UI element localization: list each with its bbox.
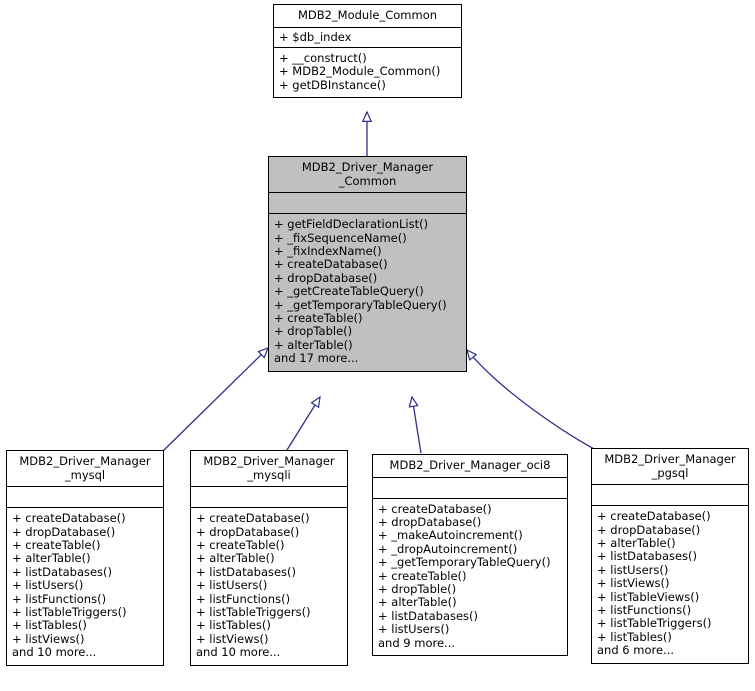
class-operation: + _getTemporaryTableQuery() <box>274 297 447 312</box>
class-operation: + listTables() <box>196 618 271 633</box>
class-separator <box>191 507 347 509</box>
class-box-mdb2-driver-manager-oci8[interactable]: MDB2_Driver_Manager_oci8 + createDatabas… <box>372 454 568 657</box>
edge-pgsql-to-common <box>467 350 595 450</box>
class-name-mdb2-driver-manager-oci8: MDB2_Driver_Manager_oci8 <box>389 458 551 472</box>
class-separator <box>274 26 461 28</box>
class-box-mdb2-driver-manager-pgsql[interactable]: MDB2_Driver_Manager _pgsql + createDatab… <box>591 448 749 664</box>
class-attributes-mdb2-driver-manager-mysqli <box>191 487 347 507</box>
class-box-mdb2-module-common[interactable]: MDB2_Module_Common + $db_index + __const… <box>273 4 462 99</box>
class-operation: + dropDatabase() <box>274 270 378 285</box>
class-operation: + createTable() <box>12 538 101 552</box>
class-separator <box>191 486 347 488</box>
class-operation: + _makeAutoincrement() <box>378 528 523 543</box>
class-operation: + listFunctions() <box>597 603 692 618</box>
class-operation: + listTableTriggers() <box>196 605 311 620</box>
class-operation: + _dropAutoincrement() <box>378 541 518 556</box>
class-separator <box>7 486 163 488</box>
class-box-mdb2-driver-manager-mysql[interactable]: MDB2_Driver_Manager _mysql + createDatab… <box>6 450 164 666</box>
class-operation: + alterTable() <box>12 551 91 566</box>
class-operations-mdb2-driver-manager-mysqli: + createDatabase() + dropDatabase() + cr… <box>191 508 347 664</box>
class-attributes-mdb2-driver-manager-mysql <box>7 487 163 507</box>
class-name-mdb2-driver-manager-mysql: MDB2_Driver_Manager _mysql <box>19 454 151 482</box>
class-operation: + listDatabases() <box>12 564 113 579</box>
class-box-mdb2-driver-manager-mysqli[interactable]: MDB2_Driver_Manager _mysqli + createData… <box>190 450 348 666</box>
class-operation: + dropTable() <box>378 582 457 597</box>
class-operation: + dropDatabase() <box>12 524 116 539</box>
class-name-mdb2-driver-manager-pgsql: MDB2_Driver_Manager _pgsql <box>604 452 736 480</box>
class-separator <box>373 497 567 499</box>
class-operation: + listTables() <box>597 629 672 644</box>
class-separator <box>7 507 163 509</box>
class-operation: + listTableTriggers() <box>597 616 712 631</box>
class-operation: + listUsers() <box>196 578 268 593</box>
class-more-label: and 6 more... <box>597 643 675 658</box>
class-operation: + __construct() <box>279 51 367 65</box>
class-operation: + listUsers() <box>378 622 450 637</box>
edge-mysqli-to-common <box>286 397 320 451</box>
class-operation: + listUsers() <box>12 578 84 593</box>
class-operation: + createDatabase() <box>196 511 310 526</box>
class-operation: + listDatabases() <box>196 564 297 579</box>
class-operation: + listFunctions() <box>196 591 291 606</box>
class-operation: + createDatabase() <box>12 511 126 526</box>
edge-oci8-to-common <box>412 397 422 454</box>
class-operations-mdb2-driver-manager-oci8: + createDatabase() + dropDatabase() + _m… <box>373 499 567 655</box>
class-operation: + _getTemporaryTableQuery() <box>378 555 551 570</box>
class-separator <box>592 505 748 507</box>
class-operation: + getFieldDeclarationList() <box>274 217 429 232</box>
class-operation: + listTableTriggers() <box>12 605 127 620</box>
class-operation: + createTable() <box>378 568 467 583</box>
class-operation: + dropDatabase() <box>196 524 300 539</box>
class-separator <box>592 484 748 486</box>
class-name-mdb2-driver-manager-common: MDB2_Driver_Manager _Common <box>301 160 434 188</box>
class-operation: + alterTable() <box>274 337 353 352</box>
class-operation: + alterTable() <box>196 551 275 566</box>
class-separator <box>269 192 466 194</box>
class-operation: + dropTable() <box>274 324 353 339</box>
class-operation: + getDBInstance() <box>279 77 386 92</box>
class-operation: + dropDatabase() <box>378 515 482 529</box>
class-operations-mdb2-driver-manager-common: + getFieldDeclarationList() + _fixSequen… <box>269 214 466 370</box>
class-operation: + listTables() <box>12 618 87 633</box>
class-attributes-mdb2-driver-manager-oci8 <box>373 478 567 498</box>
class-attributes-mdb2-driver-manager-common <box>269 193 466 213</box>
class-more-label: and 10 more... <box>196 645 281 660</box>
class-operation: + dropDatabase() <box>597 522 701 537</box>
class-operation: + listFunctions() <box>12 591 107 606</box>
class-more-label: and 9 more... <box>378 635 456 650</box>
class-operation: + _getCreateTableQuery() <box>274 284 424 299</box>
class-attribute: + $db_index <box>279 29 352 44</box>
class-operation: + listDatabases() <box>378 608 479 623</box>
class-operation: + _fixSequenceName() <box>274 230 407 245</box>
class-attributes-mdb2-driver-manager-pgsql <box>592 485 748 505</box>
class-operation: + listDatabases() <box>597 549 698 564</box>
class-operation: + createDatabase() <box>274 257 388 272</box>
class-operation: + listTableViews() <box>597 589 700 604</box>
class-name-mdb2-driver-manager-mysqli: MDB2_Driver_Manager _mysqli <box>203 454 335 482</box>
class-operations-mdb2-driver-manager-pgsql: + createDatabase() + dropDatabase() + al… <box>592 506 748 662</box>
class-more-label: and 17 more... <box>274 351 359 366</box>
class-operation: + listUsers() <box>597 562 669 577</box>
class-attributes-mdb2-module-common: + $db_index <box>274 28 461 47</box>
class-operation: + listViews() <box>12 631 85 646</box>
class-operation: + createDatabase() <box>378 501 492 516</box>
class-more-label: and 10 more... <box>12 645 97 660</box>
class-separator <box>274 47 461 48</box>
class-operation: + listViews() <box>196 631 269 646</box>
class-operation: + listViews() <box>597 576 670 591</box>
class-name-mdb2-module-common: MDB2_Module_Common <box>297 8 438 22</box>
edge-mysql-to-common <box>162 348 268 452</box>
class-separator <box>373 476 567 478</box>
class-operations-mdb2-driver-manager-mysql: + createDatabase() + dropDatabase() + cr… <box>7 508 163 664</box>
class-operation: + createDatabase() <box>597 509 711 524</box>
class-operation: + alterTable() <box>378 595 457 610</box>
class-operation: + MDB2_Module_Common() <box>279 64 441 79</box>
class-operation: + createTable() <box>274 311 363 326</box>
class-separator <box>269 213 466 215</box>
class-operation: + createTable() <box>196 538 285 552</box>
class-box-mdb2-driver-manager-common[interactable]: MDB2_Driver_Manager _Common + getFieldDe… <box>268 156 467 372</box>
class-operations-mdb2-module-common: + __construct() + MDB2_Module_Common() +… <box>274 48 461 97</box>
class-operation: + alterTable() <box>597 536 676 550</box>
class-operation: + _fixIndexName() <box>274 244 382 258</box>
